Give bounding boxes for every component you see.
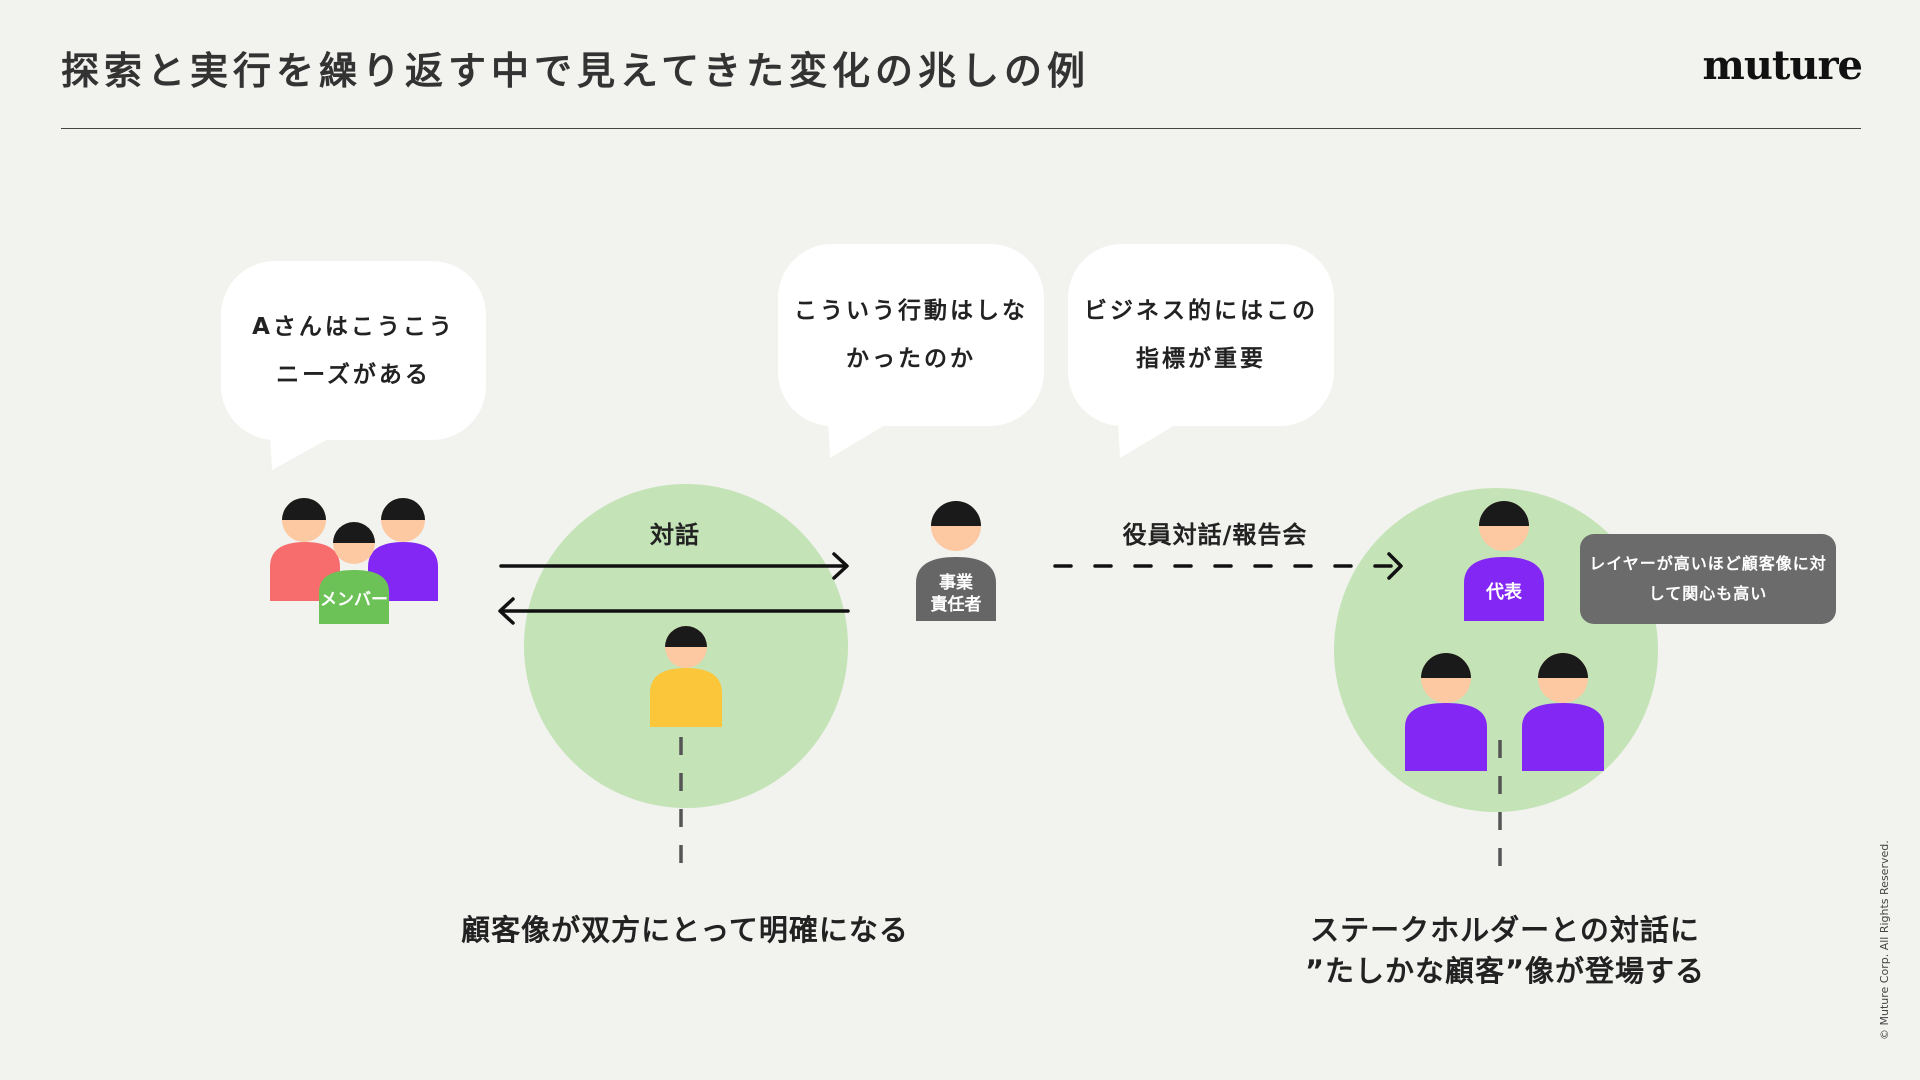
- muture-logo: muture: [1702, 42, 1863, 89]
- bubble-business-line1: ビジネス的にはこの: [1084, 298, 1318, 324]
- speech-bubble-business: ビジネス的にはこの 指標が重要: [1068, 244, 1334, 426]
- dashed-arrow-exec-report: [1053, 552, 1403, 580]
- caption-left-line1: 顧客像が双方にとって明確になる: [461, 913, 909, 947]
- copyright-notice: © Muture Corp. All Rights Reserved.: [1878, 840, 1891, 1040]
- header-divider: [61, 128, 1861, 129]
- member-person-green: [319, 522, 389, 624]
- bubble-tail-a-san: [270, 435, 330, 470]
- arrow-left-to-members: [498, 597, 850, 625]
- speech-bubble-a-san: Aさんはこうこう ニーズがある: [221, 261, 486, 440]
- caption-right-line1: ステークホルダーとの対話に: [1310, 913, 1700, 947]
- business-owner-label-line1: 事業: [939, 573, 973, 593]
- interest-level-note-line2: して関心も高い: [1648, 584, 1768, 603]
- stakeholder-person-right: [1522, 653, 1604, 771]
- caption-right: ステークホルダーとの対話に ”たしかな顧客”像が登場する: [1240, 910, 1770, 992]
- caption-right-line2: ”たしかな顧客”像が登場する: [1304, 954, 1706, 988]
- ceo-person: [1464, 501, 1544, 621]
- interest-level-note: レイヤーが高いほど顧客像に対 して関心も高い: [1580, 534, 1836, 624]
- bubble-behavior-line2: かったのか: [846, 346, 976, 372]
- bubble-business-line2: 指標が重要: [1136, 346, 1266, 372]
- bubble-a-san-line1: Aさんはこうこう: [252, 313, 455, 340]
- bubble-tail-business: [1118, 420, 1180, 458]
- speech-bubble-behavior: こういう行動はしな かったのか: [778, 244, 1044, 426]
- business-owner-label: 事業 責任者: [916, 572, 996, 616]
- bubble-behavior-line1: こういう行動はしな: [794, 298, 1028, 324]
- bubble-a-san-line2: ニーズがある: [276, 361, 431, 388]
- customer-person-yellow: [650, 626, 722, 727]
- bubble-tail-behavior: [828, 420, 890, 458]
- stakeholder-person-left: [1405, 653, 1487, 771]
- members-label: メンバー: [320, 590, 388, 610]
- ceo-label: 代表: [1486, 582, 1522, 603]
- interest-level-note-line1: レイヤーが高いほど顧客像に対: [1589, 554, 1827, 573]
- business-owner-label-line2: 責任者: [930, 595, 982, 615]
- dialogue-label: 対話: [650, 521, 700, 549]
- business-owner-person: [916, 501, 996, 621]
- caption-left: 顧客像が双方にとって明確になる: [420, 910, 950, 951]
- arrow-right-to-owner: [499, 552, 849, 580]
- exec-report-label: 役員対話/報告会: [1122, 521, 1308, 549]
- page-title: 探索と実行を繰り返す中で見えてきた変化の兆しの例: [61, 49, 1090, 93]
